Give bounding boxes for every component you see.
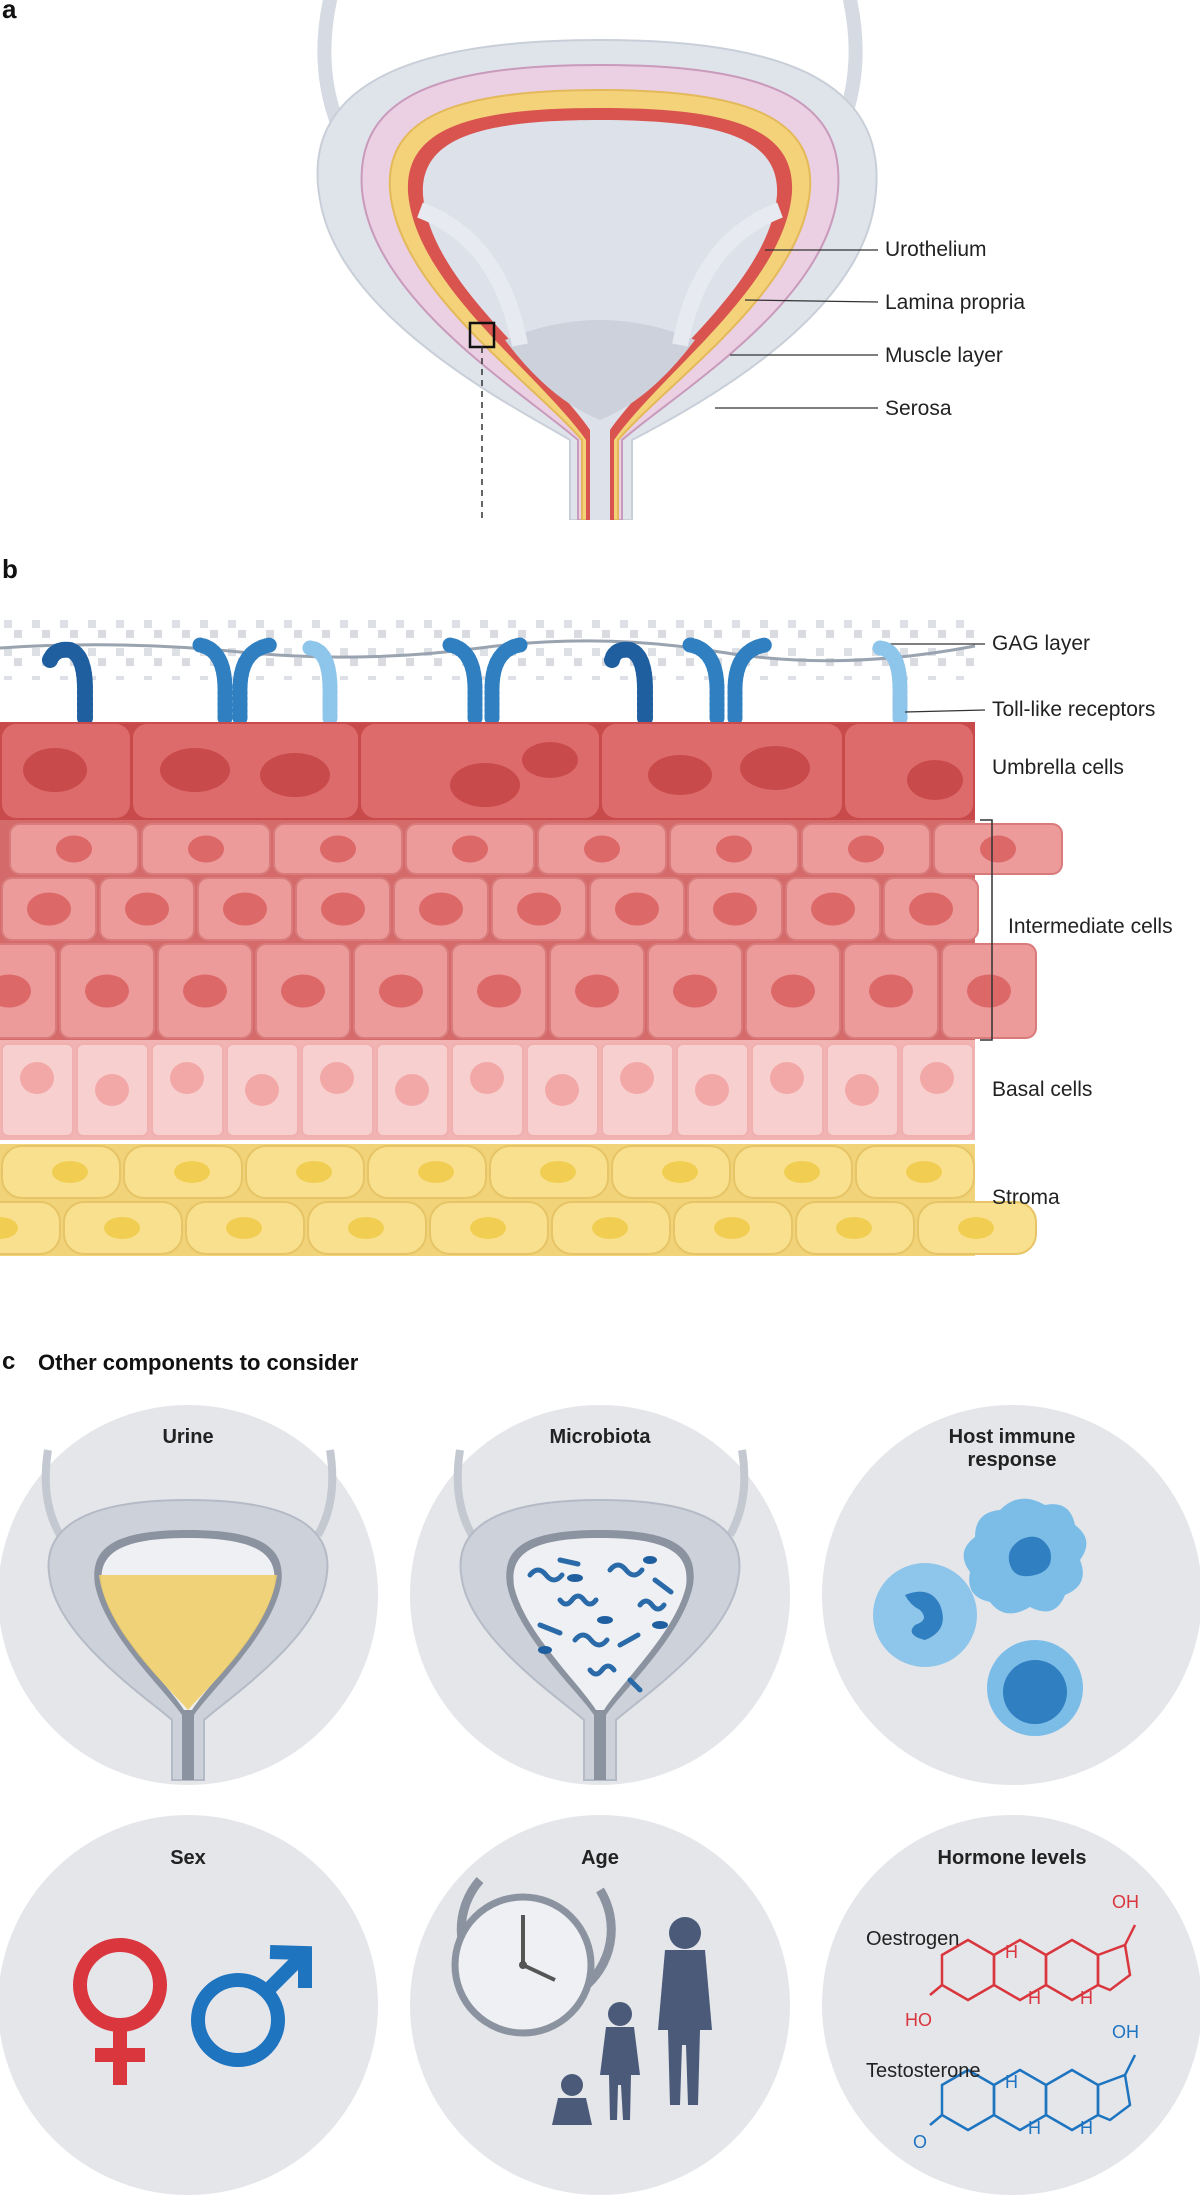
circle-title-microbiota: Microbiota (549, 1426, 651, 1448)
bladder-diagram (316, 0, 879, 520)
circle-sex (0, 1815, 378, 2195)
testosterone-h1: H (1005, 2072, 1018, 2092)
panel-b-letter: b (2, 554, 18, 584)
label-stroma: Stroma (992, 1186, 1060, 1209)
circle-title-age: Age (581, 1847, 619, 1869)
clock-icon (451, 1877, 616, 2037)
circle-hormones (822, 1815, 1200, 2195)
stroma (0, 1144, 1037, 1256)
oestrogen-ho: HO (905, 2010, 932, 2030)
microbiota-bladder-icon (453, 1449, 749, 1781)
label-serosa: Serosa (885, 397, 952, 420)
urine-bladder-icon (41, 1449, 337, 1781)
label-toll-like-receptors: Toll-like receptors (992, 698, 1156, 721)
circle-title-hormone-levels: Hormone levels (937, 1847, 1087, 1869)
people-silhouettes-icon (552, 1917, 712, 2125)
testosterone-h2: H (1028, 2118, 1041, 2138)
testosterone-structure (929, 2054, 1137, 2132)
female-symbol-icon (73, 1938, 167, 2085)
label-lamina-propria: Lamina propria (885, 291, 1026, 314)
circle-title-sex: Sex (170, 1847, 206, 1869)
testosterone-oh: OH (1112, 2022, 1139, 2042)
label-testosterone: Testosterone (866, 2060, 981, 2082)
label-gag-layer: GAG layer (992, 632, 1091, 655)
label-umbrella-cells: Umbrella cells (992, 756, 1124, 779)
oestrogen-h2: H (1028, 1988, 1041, 2008)
label-basal-cells: Basal cells (992, 1078, 1093, 1101)
label-oestrogen: Oestrogen (866, 1928, 960, 1950)
umbrella-cells (0, 722, 975, 820)
oestrogen-h1: H (1005, 1942, 1018, 1962)
oestrogen-structure (929, 1924, 1137, 2002)
testosterone-h3: H (1080, 2118, 1093, 2138)
label-intermediate-cells: Intermediate cells (1008, 915, 1173, 938)
label-urothelium: Urothelium (885, 238, 987, 261)
male-symbol-icon (191, 1945, 312, 2067)
circle-title-urine: Urine (162, 1426, 214, 1448)
oestrogen-oh: OH (1112, 1892, 1139, 1912)
intermediate-cells (0, 820, 1063, 1040)
panel-a-letter: a (2, 0, 17, 24)
oestrogen-h3: H (1080, 1988, 1093, 2008)
panel-c-letter: c (2, 1348, 16, 1375)
label-muscle-layer: Muscle layer (885, 344, 1003, 367)
testosterone-o: O (913, 2132, 928, 2152)
circle-title-host-immune-response: Host immune response (948, 1426, 1076, 1471)
panel-c-title: Other components to consider (38, 1350, 359, 1375)
immune-cells-icon (873, 1498, 1087, 1736)
urothelium-diagram (0, 610, 1063, 1256)
basal-cells (0, 1040, 975, 1140)
